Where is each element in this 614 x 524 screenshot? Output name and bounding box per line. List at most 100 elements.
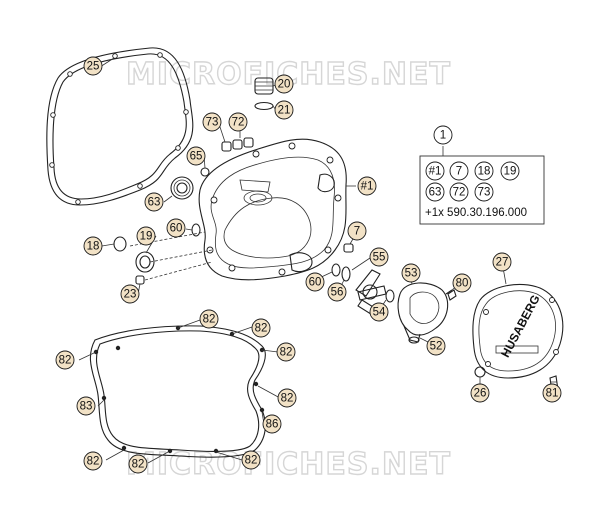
callout-label: 19 xyxy=(140,231,153,243)
callout-bubble xyxy=(241,450,261,470)
callout-label: 7 xyxy=(354,226,360,238)
outer-gasket xyxy=(46,47,194,206)
kit-item[interactable]: 19 xyxy=(500,161,520,181)
callout-label: 56 xyxy=(331,287,344,299)
callout-label: 82 xyxy=(59,355,72,367)
pin xyxy=(343,243,354,253)
callout-c82a[interactable]: 82 xyxy=(199,309,219,329)
clutch-cover xyxy=(198,138,347,281)
callout-label: 26 xyxy=(474,388,487,400)
callout-c73[interactable]: 73 xyxy=(202,112,222,132)
kit-item[interactable]: #1 xyxy=(425,161,445,181)
callout-c60b[interactable]: 60 xyxy=(305,272,325,292)
callout-label: 65 xyxy=(190,151,203,163)
callout-c27[interactable]: 27 xyxy=(492,252,512,272)
callout-bubble xyxy=(470,383,490,403)
callout-bubble xyxy=(251,318,271,338)
callout-c83[interactable]: 83 xyxy=(76,396,96,416)
callout-c81[interactable]: 81 xyxy=(542,383,562,403)
callout-c52[interactable]: 52 xyxy=(426,336,446,356)
callout-c19[interactable]: 19 xyxy=(136,226,156,246)
kit-item-label: 72 xyxy=(453,187,466,199)
callout-c54[interactable]: 54 xyxy=(369,302,389,322)
callout-label: 82 xyxy=(203,314,216,326)
callout-bubble xyxy=(369,302,389,322)
callout-c72[interactable]: 72 xyxy=(228,112,248,132)
callout-bubble xyxy=(166,218,186,238)
bearing xyxy=(170,176,194,200)
callout-label: 73 xyxy=(206,117,219,129)
callout-label: 18 xyxy=(87,241,100,253)
dash-2 xyxy=(144,261,213,281)
callout-label: 82 xyxy=(280,347,293,359)
callout-label: 82 xyxy=(87,456,100,468)
callout-c86[interactable]: 86 xyxy=(262,414,282,434)
callout-label: 83 xyxy=(80,401,93,413)
kit-item[interactable]: 73 xyxy=(474,182,494,202)
callout-c26[interactable]: 26 xyxy=(470,383,490,403)
kit-item[interactable]: 63 xyxy=(425,182,445,202)
callout-c60a[interactable]: 60 xyxy=(166,218,186,238)
callout-c82b[interactable]: 82 xyxy=(251,318,271,338)
callout-bubble xyxy=(357,176,377,196)
callout-bubble xyxy=(274,74,294,94)
kit-item-label: 7 xyxy=(456,166,462,178)
callout-bubble xyxy=(136,226,156,246)
callout-c82c[interactable]: 82 xyxy=(55,350,75,370)
callout-bubble xyxy=(83,236,103,256)
bushings xyxy=(200,137,254,177)
callout-bubble xyxy=(426,336,446,356)
inner-gasket xyxy=(89,325,266,458)
callout-bubble xyxy=(228,112,248,132)
callout-label: 82 xyxy=(255,323,268,335)
callout-bubble xyxy=(274,100,294,120)
callout-c1[interactable]: 1 xyxy=(433,125,453,145)
callout-label: 27 xyxy=(496,257,509,269)
callout-c53[interactable]: 53 xyxy=(401,263,421,283)
callout-bubble xyxy=(452,273,472,293)
callout-c82d[interactable]: 82 xyxy=(276,342,296,362)
callout-c63[interactable]: 63 xyxy=(144,192,164,212)
callout-label: 52 xyxy=(430,341,443,353)
callout-c1main[interactable]: #1 xyxy=(357,176,377,196)
kit-item[interactable]: 18 xyxy=(474,161,494,181)
kit-item-bubble xyxy=(425,161,445,181)
kit-item-bubble xyxy=(449,161,469,181)
callout-bubble xyxy=(277,388,297,408)
kit-note: +1x 590.30.196.000 xyxy=(425,207,527,219)
callout-bubble xyxy=(401,263,421,283)
callout-c56[interactable]: 56 xyxy=(327,282,347,302)
callout-bubble xyxy=(83,56,103,76)
kit-item[interactable]: 7 xyxy=(449,161,469,181)
water-pump xyxy=(331,263,453,344)
callout-c82f[interactable]: 82 xyxy=(83,451,103,471)
kit-items: #1 7 18 19 63 72 73 xyxy=(425,161,520,202)
callout-c80[interactable]: 80 xyxy=(452,273,472,293)
callout-c7[interactable]: 7 xyxy=(347,221,367,241)
callout-bubble xyxy=(202,112,222,132)
callout-label: 82 xyxy=(132,459,145,471)
callout-c82h[interactable]: 82 xyxy=(241,450,261,470)
callout-c82e[interactable]: 82 xyxy=(277,388,297,408)
kit-item[interactable]: 72 xyxy=(449,182,469,202)
callout-c23[interactable]: 23 xyxy=(120,284,140,304)
ignition-cover: HUSABERG xyxy=(472,283,564,379)
callout-c18[interactable]: 18 xyxy=(83,236,103,256)
callout-bubble xyxy=(144,192,164,212)
callout-bubble xyxy=(55,350,75,370)
callout-bubble xyxy=(76,396,96,416)
callout-c65[interactable]: 65 xyxy=(186,146,206,166)
callout-bubble xyxy=(186,146,206,166)
callout-c20[interactable]: 20 xyxy=(274,74,294,94)
callout-c21[interactable]: 21 xyxy=(274,100,294,120)
callout-bubble xyxy=(83,451,103,471)
callout-bubble xyxy=(492,252,512,272)
callout-c25[interactable]: 25 xyxy=(83,56,103,76)
dash-1 xyxy=(149,249,213,263)
callout-c55[interactable]: 55 xyxy=(369,247,389,267)
kit-item-bubble xyxy=(425,182,445,202)
callout-c82g[interactable]: 82 xyxy=(128,454,148,474)
cover-brand: HUSABERG xyxy=(498,293,543,360)
